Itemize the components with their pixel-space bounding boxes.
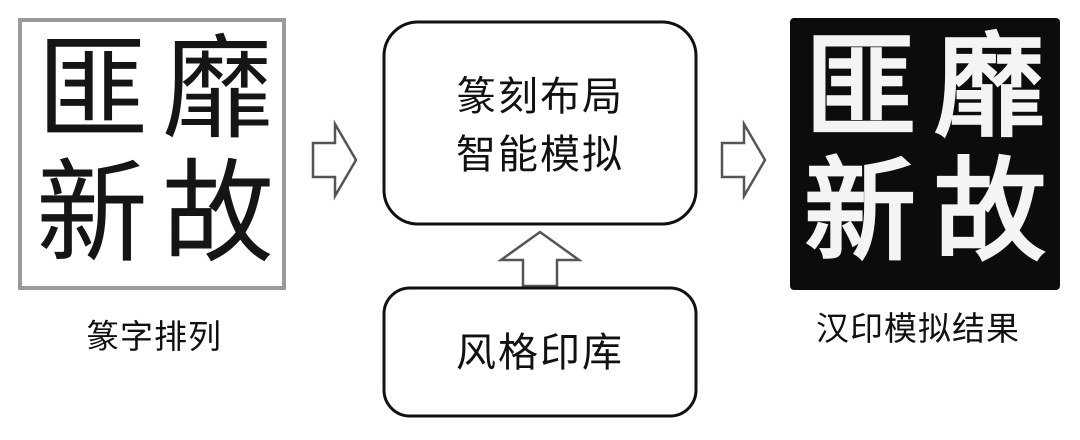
right-arrow-icon: [720, 119, 767, 201]
input-seal-char: 故: [162, 149, 274, 279]
process-line-2: 智能模拟: [456, 132, 624, 178]
output-seal-image: 靡 故 匪 新: [790, 18, 1060, 290]
right-arrow-icon: [311, 119, 358, 201]
output-seal-char: 靡: [934, 22, 1046, 153]
up-arrow-icon: [497, 230, 583, 288]
output-seal-char: 故: [934, 146, 1046, 277]
output-seal-caption: 汉印模拟结果: [816, 309, 1020, 348]
input-seal-image: 靡 故 匪 新: [18, 18, 286, 290]
input-seal-char: 靡: [162, 25, 274, 155]
process-line-1: 篆刻布局: [456, 74, 624, 120]
input-seal-char: 匪: [36, 25, 148, 155]
process-box-text: 篆刻布局 智能模拟: [384, 68, 696, 184]
input-seal-char: 新: [36, 149, 148, 279]
library-box-label: 风格印库: [456, 330, 624, 376]
library-box: [382, 286, 698, 418]
process-box: [382, 20, 698, 226]
input-seal-caption: 篆字排列: [86, 317, 222, 356]
output-seal-char: 匪: [804, 22, 916, 153]
output-seal-char: 新: [804, 146, 916, 277]
